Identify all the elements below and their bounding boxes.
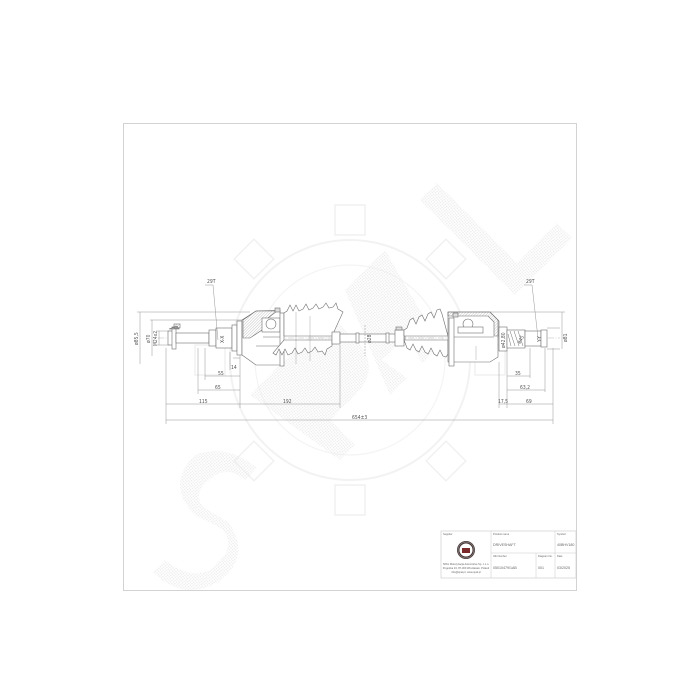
callouts [205, 284, 539, 341]
supplier-address-line2: Pogodna 34, 87-300 Wroclawek, Poland [443, 566, 490, 570]
dim-right-outer-diameter: ø81 [563, 333, 569, 342]
symbol-value: 40BHV180 [557, 543, 574, 547]
right-cv-joint [447, 311, 500, 367]
right-teeth-callout: 29T [526, 279, 535, 285]
left-spindle [167, 320, 243, 356]
date-value: 03/2025 [557, 566, 570, 570]
dim-55: 55 [218, 371, 224, 377]
dim-right-spline-b: Y-Y [537, 336, 543, 342]
supplier-address-line3: info@spal.pl, www.spal.pl [451, 570, 481, 574]
dim-r69: 69 [526, 399, 532, 405]
supplier-label: Supplier [443, 532, 453, 536]
product-name: DRIVESHAFT [493, 543, 517, 547]
dim-left-outer-diameter: ø85,5 [134, 332, 140, 345]
left-teeth-callout: 29T [207, 279, 216, 285]
spal-watermark-letters [153, 183, 572, 590]
diagram-no-label: Diagram No. [538, 554, 553, 558]
dim-65: 65 [215, 385, 221, 391]
dim-total-length: 654±3 [352, 415, 367, 421]
drawing-frame [123, 123, 577, 591]
dim-r17-5: 17,5 [498, 399, 508, 405]
diagram-no: 001 [538, 566, 544, 570]
oe-number: 05010479/1AB [493, 566, 517, 570]
company-seal-icon [457, 541, 475, 559]
gear-watermark-icon [153, 183, 572, 590]
dimension-lines [137, 311, 565, 424]
dim-right-housing: ø42,80 [501, 332, 507, 348]
supplier-address-line1: SPAL Motoryzacja Automotive Sp. z o.o. [443, 562, 490, 566]
right-spindle [498, 326, 548, 352]
dim-14: 14 [231, 365, 237, 371]
right-boot [394, 308, 449, 358]
dim-left-spline: X-X [220, 336, 226, 343]
dim-r63-2: 63,2 [520, 385, 530, 391]
left-boot [272, 302, 344, 364]
dim-left-thread: M24x2 [153, 331, 159, 346]
dim-115: 115 [199, 399, 208, 405]
title-block: Supplier SPAL Motoryzacja Automotive Sp.… [440, 530, 577, 579]
center-shaft [339, 332, 406, 344]
dim-192: 192 [283, 399, 292, 405]
symbol-label: Symbol [557, 532, 566, 536]
dim-center-shaft: ø28 [367, 334, 373, 343]
date-label: Date [557, 554, 563, 558]
dim-right-spline-a: ø45 [517, 335, 527, 345]
product-name-label: Product name [493, 532, 510, 536]
dim-left-mid-diameter: ø70 [146, 334, 152, 343]
dim-r35: 35 [515, 371, 521, 377]
oe-number-label: OE Number [493, 554, 507, 558]
left-cv-joint [241, 307, 285, 367]
